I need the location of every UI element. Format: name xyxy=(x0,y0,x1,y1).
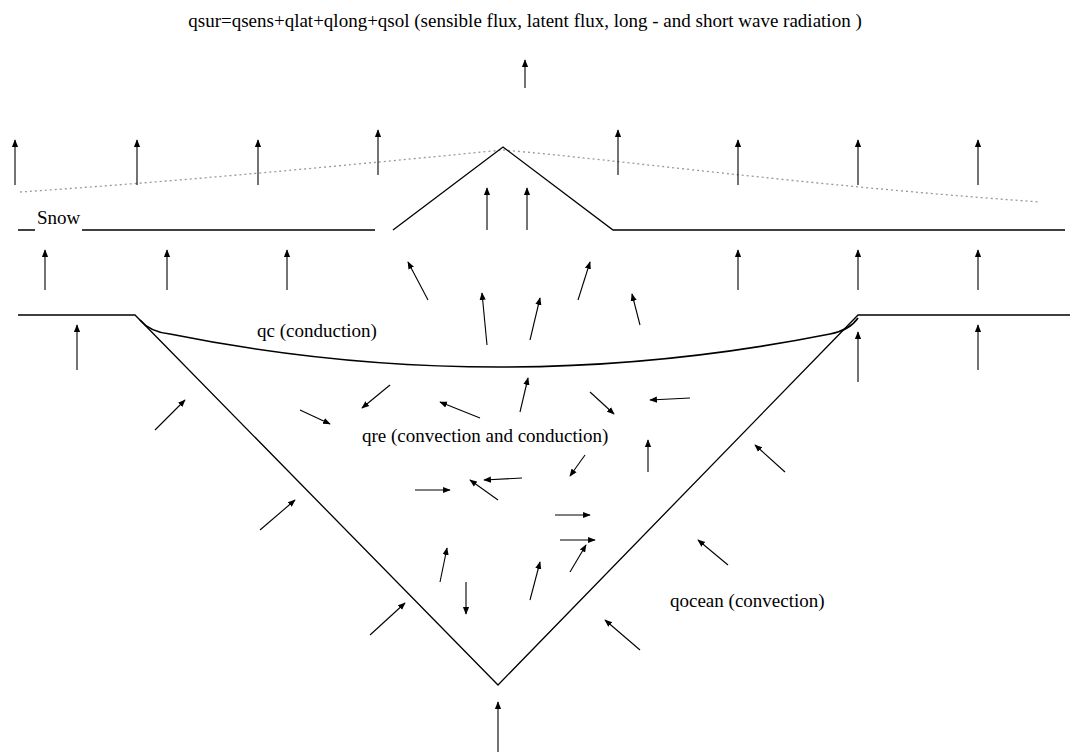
ice-outline xyxy=(18,147,1070,685)
surface-flux-label: qsur=qsens+qlat+qlong+qsol (sensible flu… xyxy=(30,8,1020,34)
ocean-flux-label: qocean (convection) xyxy=(668,588,827,614)
refreezing-flux-label: qre (convection and conduction) xyxy=(360,423,610,449)
snow-label: Snow xyxy=(35,205,82,231)
conduction-label: qc (conduction) xyxy=(255,318,379,344)
heat-flux-arrows xyxy=(15,60,978,752)
